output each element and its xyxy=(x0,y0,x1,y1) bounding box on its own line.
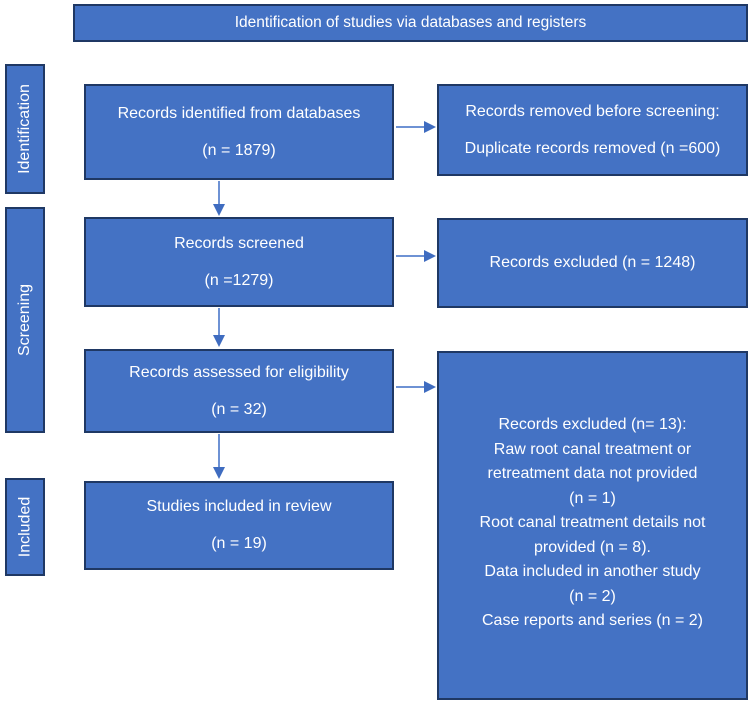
box-records-identified-count: (n = 1879) xyxy=(202,141,276,159)
stage-identification-label: Identification xyxy=(16,84,33,174)
arrow-shaft xyxy=(396,255,426,257)
arrow-right-icon xyxy=(424,121,436,133)
box-records-removed: Records removed before screening: Duplic… xyxy=(437,84,748,176)
box-records-screened-line1: Records screened xyxy=(174,234,304,252)
excluded-eligibility-line7: Data included in another study xyxy=(484,563,701,580)
arrow-down-icon xyxy=(213,204,225,216)
stage-included-label: Included xyxy=(16,496,33,558)
stage-screening: Screening xyxy=(5,207,45,433)
box-records-excluded-eligibility: Records excluded (n= 13): Raw root canal… xyxy=(437,351,748,700)
banner-label: Identification of studies via databases … xyxy=(234,14,587,31)
stage-included: Included xyxy=(5,478,45,576)
arrow-right-icon xyxy=(424,250,436,262)
box-records-assessed-count: (n = 32) xyxy=(211,400,267,418)
box-records-screened: Records screened (n =1279) xyxy=(84,217,394,307)
box-studies-included-line1: Studies included in review xyxy=(146,498,332,515)
box-records-excluded-screening: Records excluded (n = 1248) xyxy=(437,218,748,308)
excluded-eligibility-line6: provided (n = 8). xyxy=(534,538,651,556)
arrow-screened-to-assessed xyxy=(213,308,225,347)
excluded-eligibility-line9: Case reports and series (n = 2) xyxy=(482,612,703,629)
arrow-shaft xyxy=(218,308,220,337)
excluded-eligibility-line2: Raw root canal treatment or xyxy=(493,440,692,458)
box-records-assessed: Records assessed for eligibility (n = 32… xyxy=(84,349,394,433)
arrow-identified-to-removed xyxy=(396,121,436,133)
arrow-right-icon xyxy=(424,381,436,393)
arrow-shaft xyxy=(396,126,426,128)
arrow-screened-to-excluded xyxy=(396,250,436,262)
box-records-identified: Records identified from databases (n = 1… xyxy=(84,84,394,180)
box-studies-included: Studies included in review (n = 19) xyxy=(84,481,394,570)
excluded-eligibility-line1: Records excluded (n= 13): xyxy=(498,416,687,433)
arrow-assessed-to-included xyxy=(213,434,225,479)
arrow-down-icon xyxy=(213,335,225,347)
box-records-assessed-line1: Records assessed for eligibility xyxy=(129,363,349,381)
arrow-shaft xyxy=(218,434,220,469)
box-records-removed-line2: Duplicate records removed (n =600) xyxy=(464,139,721,157)
arrow-shaft xyxy=(396,386,426,388)
arrow-identified-to-screened xyxy=(213,181,225,216)
box-records-identified-line1: Records identified from databases xyxy=(117,104,361,122)
stage-screening-label: Screening xyxy=(16,283,34,357)
arrow-assessed-to-excluded xyxy=(396,381,436,393)
arrow-down-icon xyxy=(213,467,225,479)
excluded-eligibility-line8: (n = 2) xyxy=(569,587,616,605)
stage-identification: Identification xyxy=(5,64,45,194)
box-studies-included-count: (n = 19) xyxy=(211,535,267,552)
box-records-removed-line1: Records removed before screening: xyxy=(465,102,720,120)
excluded-eligibility-line3: retreatment data not provided xyxy=(487,465,698,482)
arrow-shaft xyxy=(218,181,220,206)
excluded-eligibility-line4: (n = 1) xyxy=(569,489,616,507)
banner-identification-of-studies: Identification of studies via databases … xyxy=(73,4,748,42)
box-records-screened-count: (n =1279) xyxy=(204,271,274,289)
box-records-excluded-screening-line1: Records excluded (n = 1248) xyxy=(489,254,696,271)
excluded-eligibility-line5: Root canal treatment details not xyxy=(479,514,706,531)
